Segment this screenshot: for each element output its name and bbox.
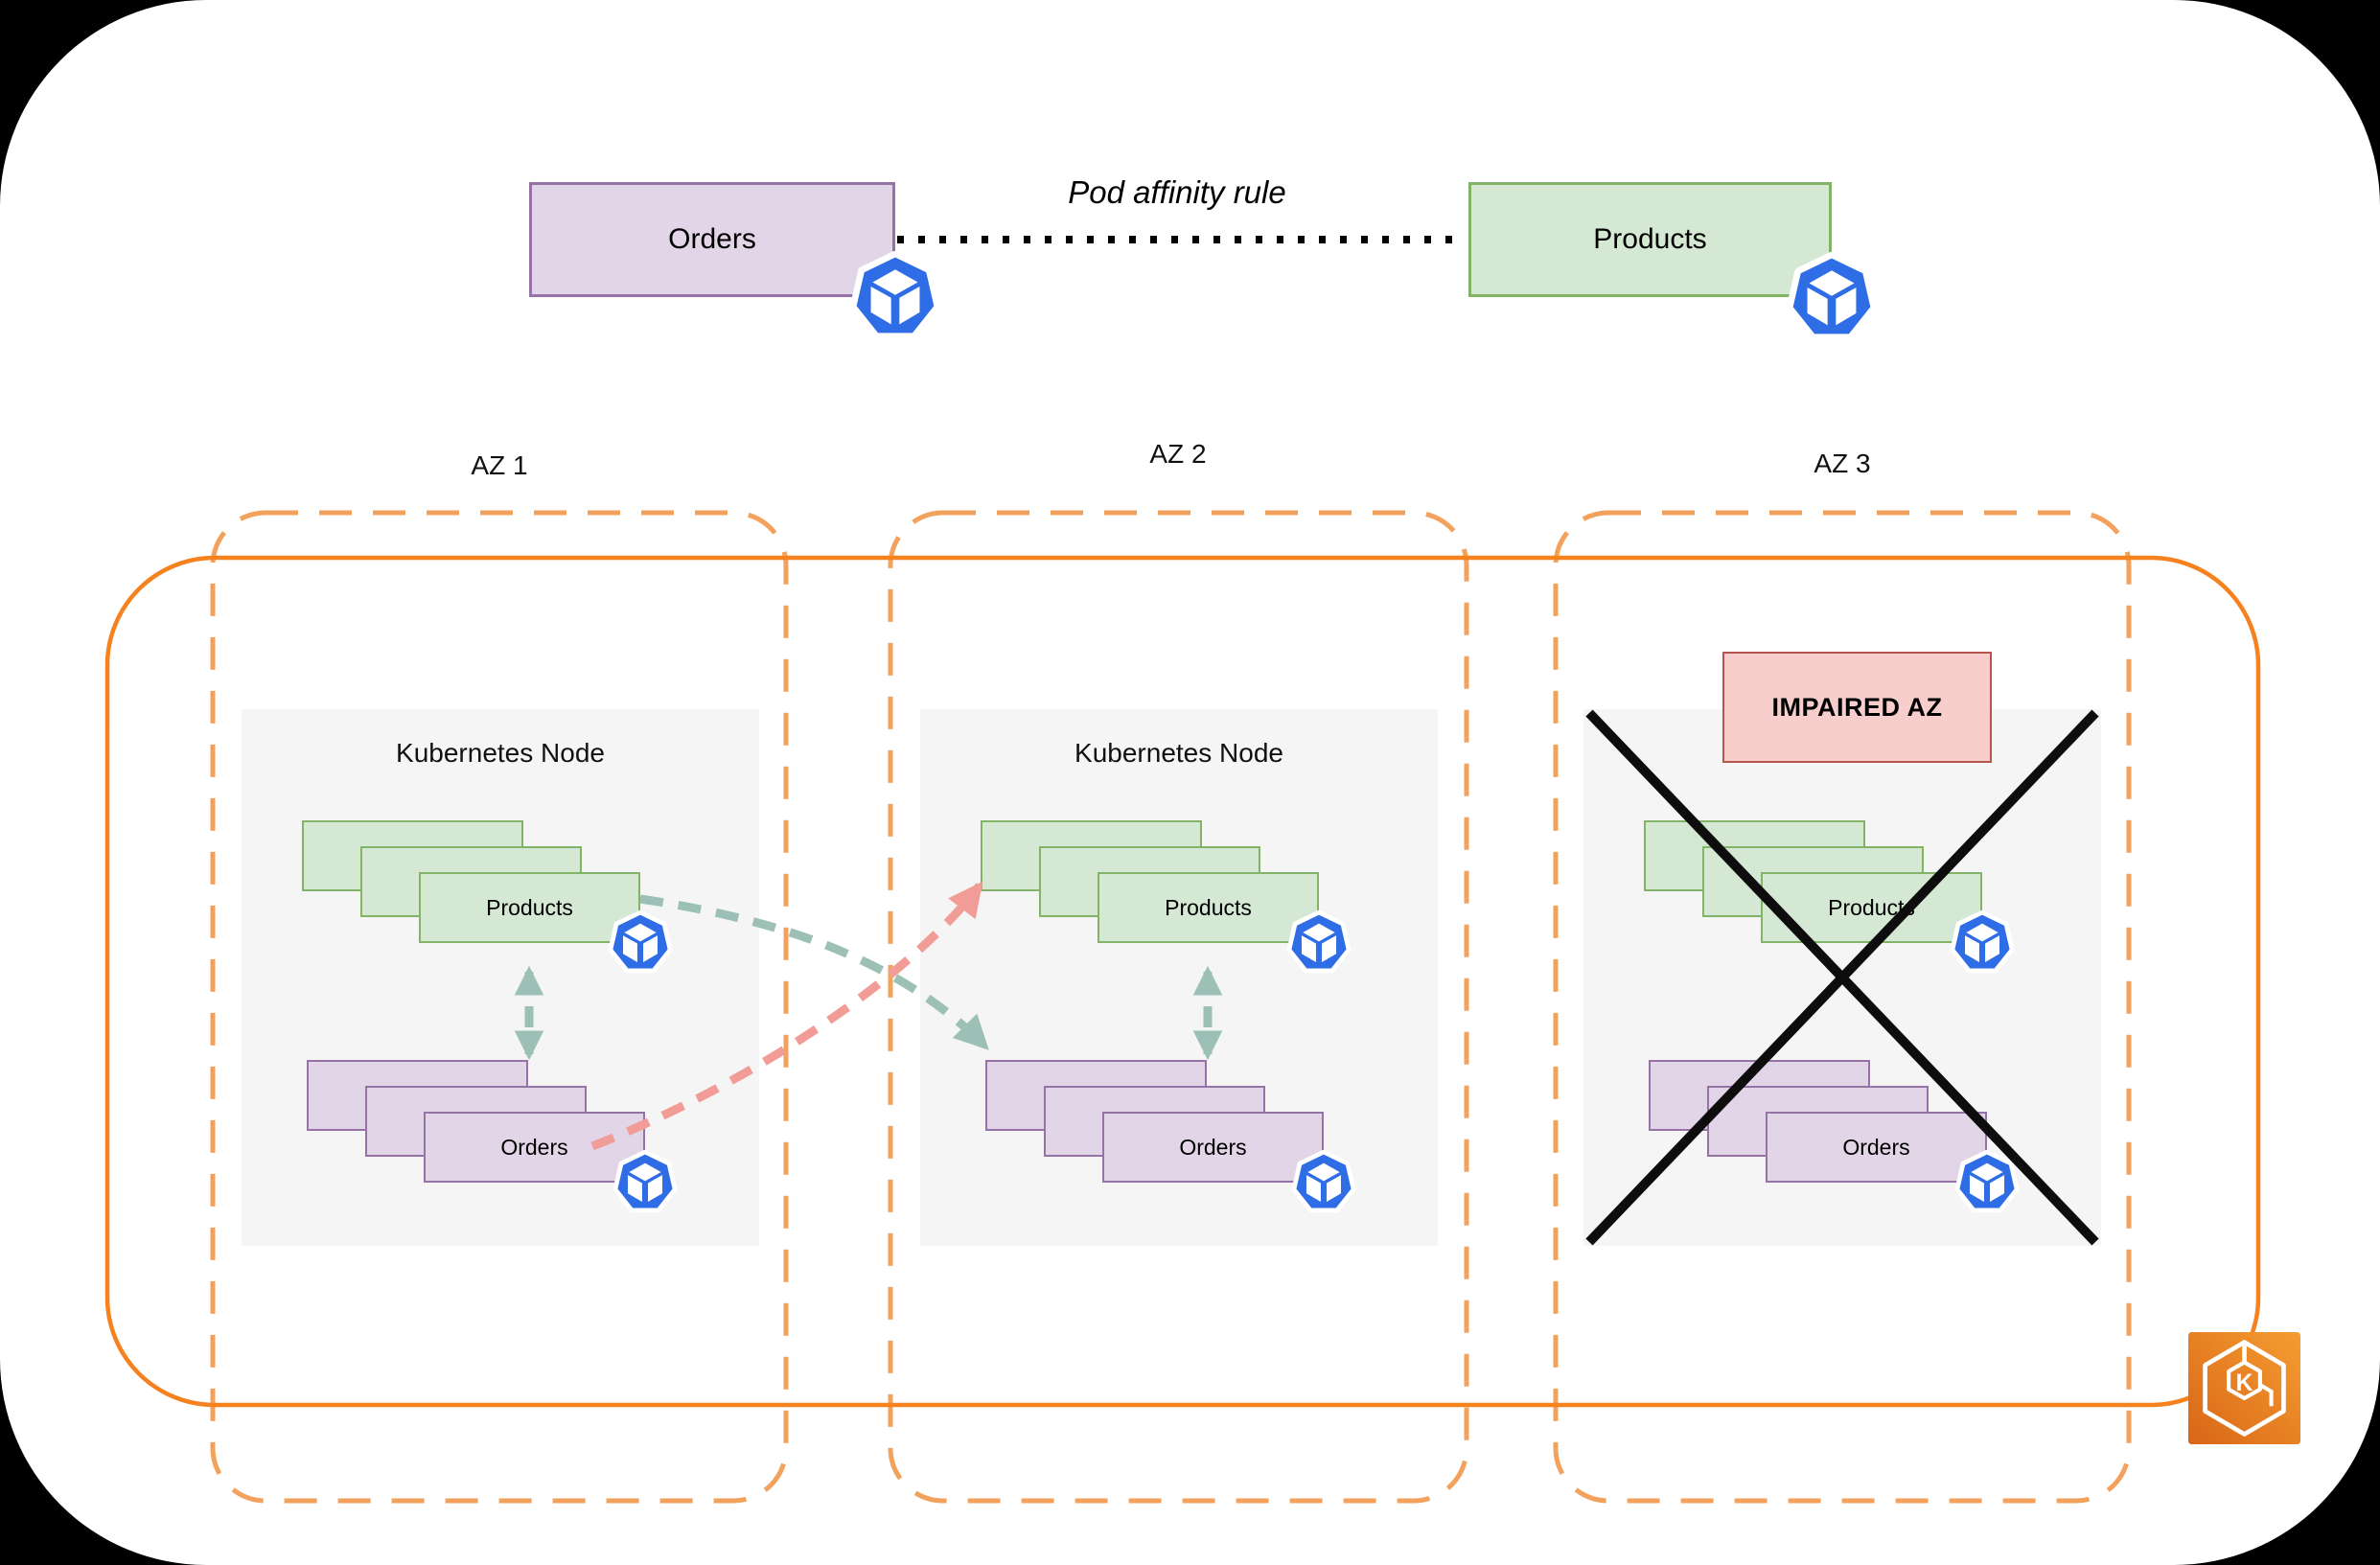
products-pod-label: Products — [1165, 894, 1252, 920]
orders-pod: Orders — [1102, 1112, 1324, 1183]
orders-pod-label: Orders — [1179, 1134, 1247, 1160]
az2-dashed-border — [888, 510, 1469, 1504]
impaired-az-badge: IMPAIRED AZ — [1722, 652, 1992, 763]
affinity-double-arrow — [1192, 965, 1223, 1061]
eks-cluster-boundary — [104, 555, 2261, 1408]
orders-service-box: Orders — [529, 182, 895, 297]
products-service-box: Products — [1468, 182, 1832, 297]
kubernetes-node-az1: Kubernetes Node Products Orders — [242, 709, 759, 1246]
az3-label: AZ 3 — [1814, 449, 1871, 478]
orders-pod: Orders — [1766, 1112, 1987, 1183]
products-pod-label: Products — [486, 894, 573, 920]
kubernetes-pod-icon — [1291, 1150, 1356, 1215]
failed-node-x-mark — [1585, 709, 2099, 1246]
az2-label: AZ 2 — [1149, 439, 1207, 469]
orders-pod-label: Orders — [500, 1134, 568, 1160]
node-title: Kubernetes Node — [396, 738, 605, 768]
kubernetes-pod-icon — [1286, 910, 1352, 976]
products-service-label: Products — [1593, 223, 1707, 255]
az1-label: AZ 1 — [471, 450, 528, 480]
node-title: Kubernetes Node — [1074, 738, 1283, 768]
kubernetes-pod-icon — [849, 251, 941, 343]
kubernetes-pod-icon — [608, 910, 673, 976]
pod-affinity-rule-label: Pod affinity rule — [1068, 174, 1286, 210]
eks-k-letter: K — [2236, 1370, 2253, 1396]
kubernetes-node-az2: Kubernetes Node Products Orders — [920, 709, 1438, 1246]
products-pod: Products — [1098, 872, 1319, 943]
orders-pod-label: Orders — [1842, 1134, 1910, 1160]
affinity-double-arrow — [514, 965, 544, 1061]
kubernetes-node-az3: Kubernetes Node Products Orders — [1583, 709, 2101, 1246]
orders-service-label: Orders — [668, 223, 756, 255]
amazon-eks-icon: K — [2188, 1332, 2300, 1444]
kubernetes-pod-icon — [612, 1150, 678, 1215]
az3-dashed-border — [1553, 510, 2132, 1504]
kubernetes-pod-icon — [1786, 252, 1878, 344]
